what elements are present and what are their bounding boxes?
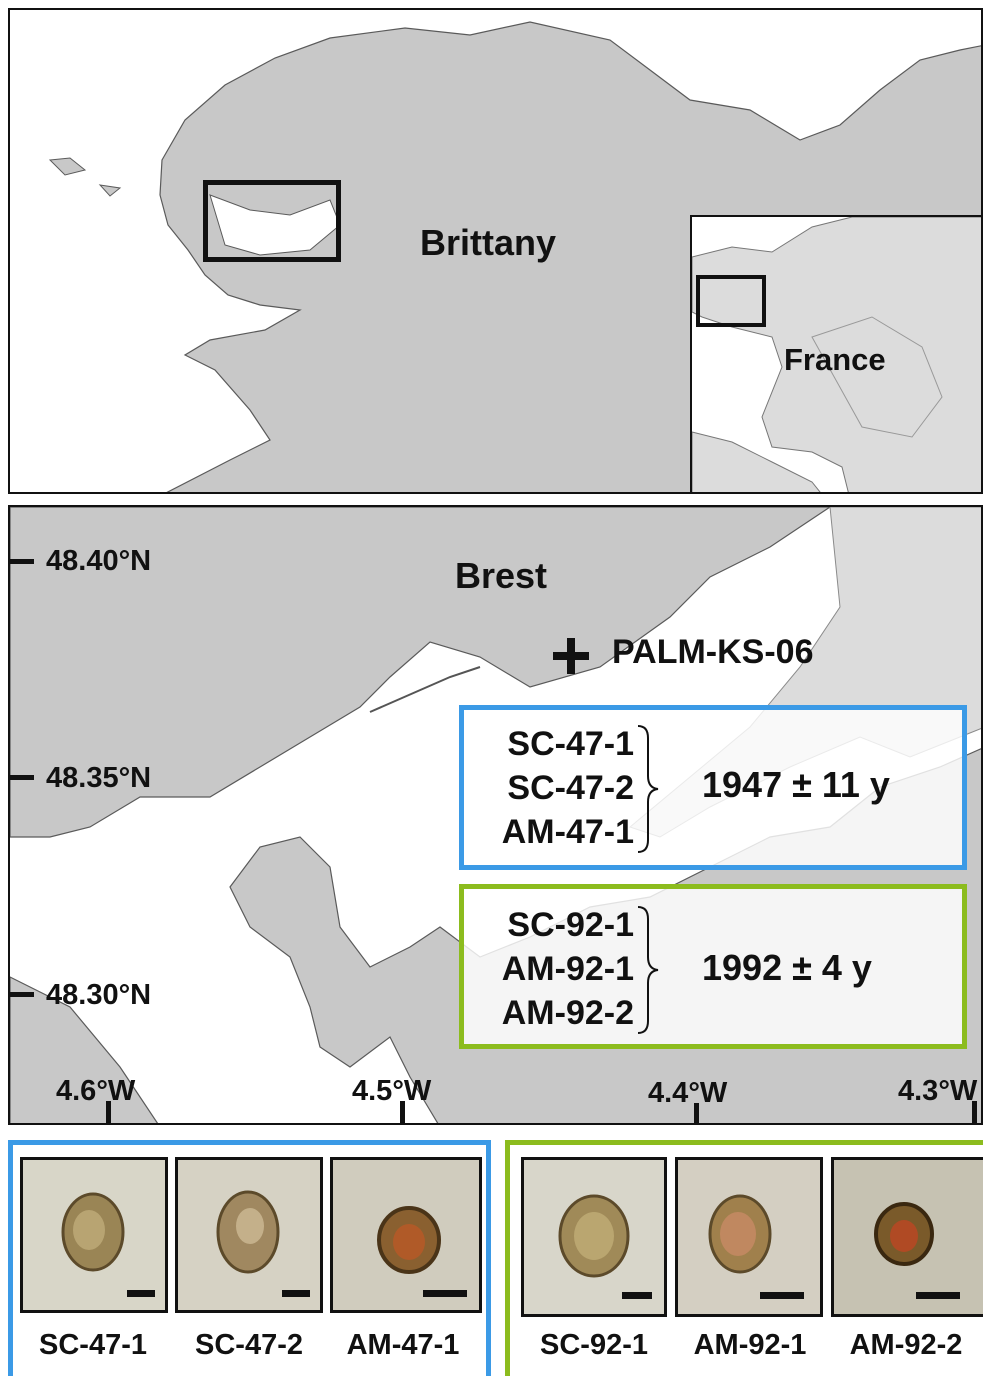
lat-label-1: 48.40°N (46, 545, 152, 577)
lon-tick-4 (972, 1101, 977, 1123)
study-area-box (203, 180, 341, 262)
scale-bar (916, 1292, 960, 1299)
group-1992-box: SC-92-1 AM-92-1 AM-92-2 1992 ± 4 y (459, 884, 967, 1049)
cyst-image-sc-47-2 (175, 1157, 323, 1313)
sample-name: SC-47-1 (507, 725, 634, 763)
core-label: PALM-KS-06 (612, 633, 814, 671)
scale-bar (760, 1292, 804, 1299)
lon-tick-2 (400, 1101, 405, 1123)
cyst-group-1992: SC-92-1 AM-92-1 AM-92-2 (505, 1140, 983, 1376)
cyst-label: SC-47-1 (39, 1329, 147, 1361)
lon-label-2: 4.5°W (352, 1075, 432, 1107)
cyst-label: SC-92-1 (540, 1329, 648, 1361)
lat-tick-3 (10, 992, 34, 997)
sample-name: AM-92-2 (501, 994, 634, 1032)
lon-label-3: 4.4°W (648, 1077, 728, 1109)
sample-name: SC-47-2 (507, 769, 634, 807)
cyst-label: SC-47-2 (195, 1329, 303, 1361)
cyst-group-1947: SC-47-1 SC-47-2 AM-47-1 (8, 1140, 491, 1376)
group-1992-samples: SC-92-1 AM-92-1 AM-92-2 (478, 903, 634, 1035)
cyst-label: AM-92-1 (693, 1329, 807, 1361)
inset-label: France (784, 342, 886, 377)
group-1947-box: SC-47-1 SC-47-2 AM-47-1 1947 ± 11 y (459, 705, 967, 870)
france-inset: France (690, 215, 981, 492)
lon-tick-1 (106, 1101, 111, 1123)
cyst-label: AM-92-2 (849, 1329, 963, 1361)
lat-label-3: 48.30°N (46, 979, 152, 1011)
cyst-image-sc-47-1 (20, 1157, 168, 1313)
lat-tick-1 (10, 559, 34, 564)
scale-bar (127, 1290, 155, 1297)
detail-map-panel: 48.40°N 48.35°N 48.30°N 4.6°W 4.5°W 4.4°… (8, 505, 983, 1125)
lon-label-1: 4.6°W (56, 1075, 136, 1107)
sample-name: AM-92-1 (501, 950, 634, 988)
lat-tick-2 (10, 775, 34, 780)
cyst-image-am-92-2 (831, 1157, 983, 1317)
region-label: Brittany (420, 222, 557, 263)
group-1947-samples: SC-47-1 SC-47-2 AM-47-1 (478, 722, 634, 854)
group-1992-age: 1992 ± 4 y (702, 947, 872, 988)
scale-bar (282, 1290, 310, 1297)
lon-tick-3 (694, 1103, 699, 1123)
cyst-image-am-92-1 (675, 1157, 823, 1317)
right-brace-icon (637, 725, 659, 853)
scale-bar (423, 1290, 467, 1297)
core-site-cross-icon (553, 638, 589, 674)
sample-name: SC-92-1 (507, 906, 634, 944)
sample-name: AM-47-1 (501, 813, 634, 851)
cyst-image-am-47-1 (330, 1157, 482, 1313)
group-1947-age: 1947 ± 11 y (702, 764, 890, 805)
lat-label-2: 48.35°N (46, 762, 152, 794)
cyst-label: AM-47-1 (346, 1329, 460, 1361)
right-brace-icon (637, 906, 659, 1034)
cyst-image-sc-92-1 (521, 1157, 667, 1317)
brittany-locator-box (696, 275, 766, 327)
scale-bar (622, 1292, 652, 1299)
city-label: Brest (455, 555, 548, 596)
overview-map-panel: Brittany France (8, 8, 983, 494)
lon-label-4: 4.3°W (898, 1075, 978, 1107)
